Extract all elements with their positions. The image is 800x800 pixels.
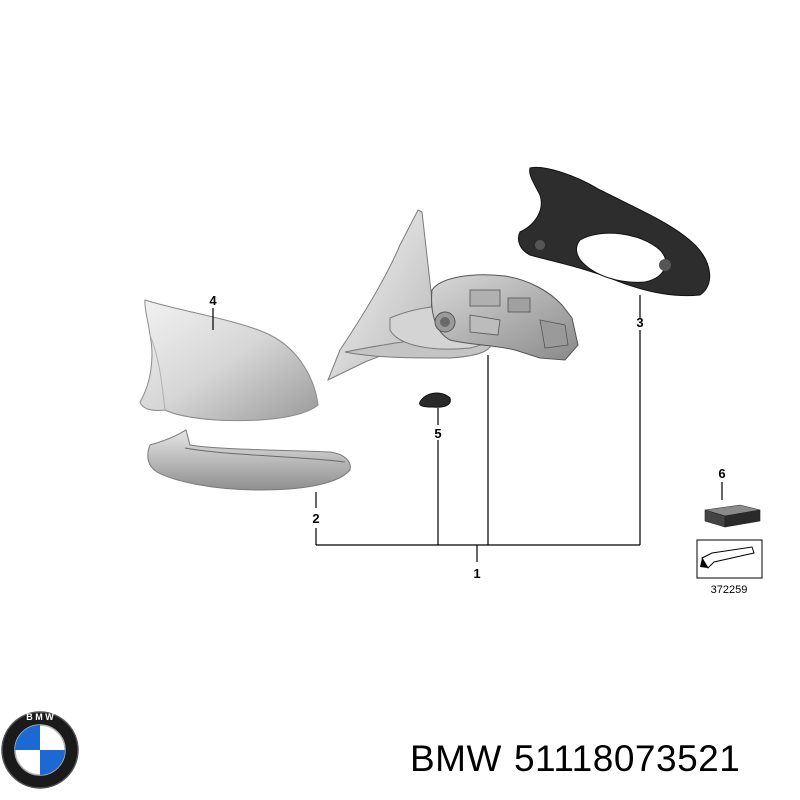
lower-trim-part xyxy=(147,429,351,491)
footer-caption: BMW 51118073521 xyxy=(410,738,740,780)
reference-box: 372259 xyxy=(696,539,763,596)
sealant-pad-part xyxy=(704,504,761,528)
brand-name: BMW xyxy=(410,738,502,779)
callout-1: 1 xyxy=(473,566,480,581)
small-cover-part xyxy=(419,392,451,408)
callout-6: 6 xyxy=(718,466,725,481)
callout-3: 3 xyxy=(636,315,643,330)
callout-2: 2 xyxy=(312,511,319,526)
housing-frame-part xyxy=(517,166,711,297)
adjuster-motor-part xyxy=(431,274,579,361)
callout-5: 5 xyxy=(434,426,441,441)
bmw-logo-icon: B M W xyxy=(1,711,79,789)
svg-text:B M W: B M W xyxy=(26,712,54,722)
callout-4: 4 xyxy=(209,293,217,308)
mirror-cap-part xyxy=(139,299,319,422)
reference-number: 372259 xyxy=(711,584,748,596)
arrow-icon xyxy=(700,546,755,569)
part-number: 51118073521 xyxy=(513,738,741,779)
leader-lines xyxy=(212,295,723,562)
